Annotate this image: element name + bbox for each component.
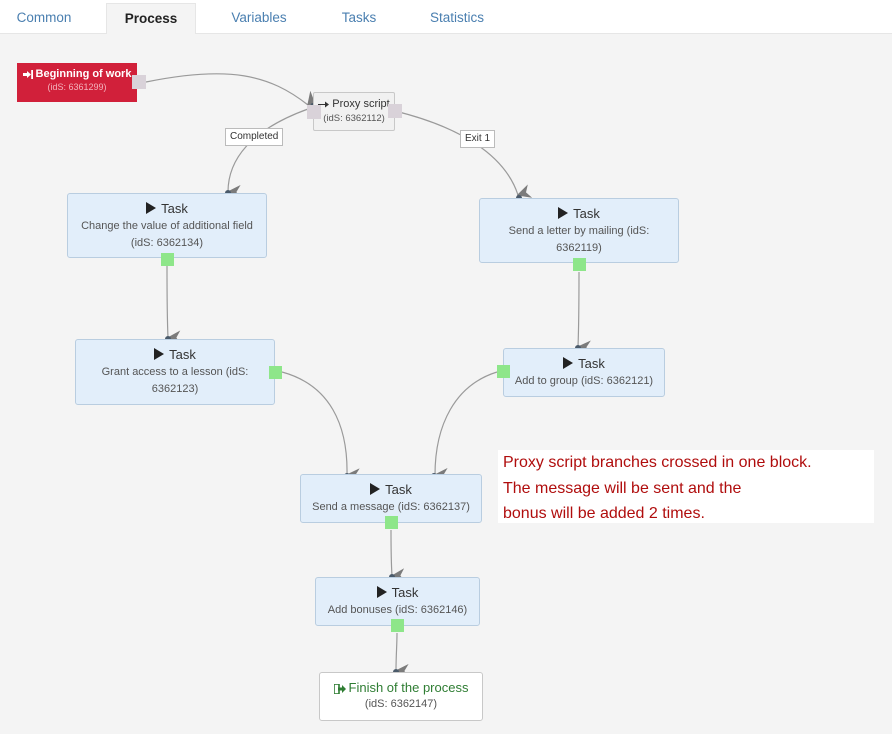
- node-title: Task: [385, 482, 412, 497]
- edge-start-to-proxy: [145, 73, 322, 107]
- note-line: Proxy script branches crossed in one blo…: [503, 454, 812, 471]
- node-title: Task: [161, 201, 188, 216]
- node-title: Beginning of work: [35, 68, 132, 80]
- process-canvas[interactable]: Beginning of work (idS: 6361299) Proxy s…: [0, 35, 892, 734]
- node-desc: Add bonuses (idS: 6362146): [327, 604, 468, 616]
- node-task-add-bonuses[interactable]: Task Add bonuses (idS: 6362146): [315, 577, 480, 626]
- play-icon: [370, 483, 381, 495]
- edge-proxy-to-send-letter: [394, 110, 533, 198]
- node-finish-of-process[interactable]: Finish of the process (idS: 6362147): [319, 672, 483, 721]
- edge-add-bonuses-to-finish: [394, 632, 409, 679]
- output-port-exit1[interactable]: [388, 104, 402, 118]
- node-title: Finish of the process: [348, 680, 469, 695]
- node-title: Proxy script: [332, 98, 390, 110]
- tab-process[interactable]: Process: [106, 3, 196, 34]
- output-port[interactable]: [385, 516, 398, 529]
- output-port[interactable]: [269, 366, 282, 379]
- note-line: bonus will be added 2 times.: [503, 505, 705, 522]
- node-title: Task: [578, 356, 605, 371]
- output-port[interactable]: [391, 619, 404, 632]
- play-icon: [563, 357, 574, 369]
- node-task-send-letter[interactable]: Task Send a letter by mailing (idS: 6362…: [479, 198, 679, 263]
- output-port[interactable]: [132, 75, 146, 89]
- edge-send-letter-to-add-group: [576, 271, 591, 355]
- node-proxy-script[interactable]: Proxy script (idS: 6362112): [313, 92, 395, 131]
- node-desc: Send a letter by mailing (idS: 6362119): [508, 225, 650, 254]
- play-icon: [154, 348, 165, 360]
- annotation-note: Proxy script branches crossed in one blo…: [498, 450, 874, 523]
- node-desc: Change the value of additional field (id…: [81, 220, 253, 249]
- node-title: Task: [169, 347, 196, 362]
- edge-label-completed: Completed: [225, 128, 284, 146]
- output-port-completed[interactable]: [307, 105, 321, 119]
- edge-add-group-to-send-message: [433, 371, 498, 483]
- tab-common[interactable]: Common: [16, 10, 72, 25]
- output-port[interactable]: [573, 258, 586, 271]
- play-icon: [558, 207, 569, 219]
- exit-icon: [333, 683, 346, 694]
- edge-change-field-to-grant-access: [166, 265, 181, 345]
- output-port[interactable]: [497, 365, 510, 378]
- enter-icon: [22, 69, 33, 79]
- node-ids: (idS: 6362112): [323, 113, 385, 124]
- node-desc: Grant access to a lesson (idS: 6362123): [101, 366, 249, 395]
- output-port[interactable]: [161, 253, 174, 266]
- tab-tasks[interactable]: Tasks: [341, 10, 377, 25]
- node-title: Task: [573, 206, 600, 221]
- arrow-right-icon: [318, 101, 330, 108]
- node-ids: (idS: 6362147): [364, 698, 438, 710]
- edge-label-exit1: Exit 1: [460, 130, 496, 148]
- tab-statistics[interactable]: Statistics: [429, 10, 484, 25]
- node-ids: (idS: 6361299): [47, 82, 107, 92]
- node-title: Task: [391, 585, 419, 600]
- edge-proxy-to-change-field: [226, 108, 309, 200]
- node-task-grant-access[interactable]: Task Grant access to a lesson (idS: 6362…: [75, 339, 275, 405]
- edge-grant-access-to-send-message: [281, 371, 360, 483]
- node-desc: Add to group (idS: 6362121): [514, 375, 654, 387]
- node-task-add-group[interactable]: Task Add to group (idS: 6362121): [503, 348, 665, 397]
- play-icon: [146, 202, 157, 214]
- tab-bar: Common Process Variables Tasks Statistic…: [0, 0, 892, 34]
- node-beginning-of-work[interactable]: Beginning of work (idS: 6361299): [17, 63, 137, 102]
- tab-variables[interactable]: Variables: [231, 10, 287, 25]
- node-task-change-field[interactable]: Task Change the value of additional fiel…: [67, 193, 267, 258]
- edge-send-message-to-add-bonuses: [390, 529, 406, 583]
- note-line: The message will be sent and the: [503, 479, 742, 497]
- play-icon: [376, 586, 387, 598]
- node-desc: Send a message (idS: 6362137): [312, 501, 470, 513]
